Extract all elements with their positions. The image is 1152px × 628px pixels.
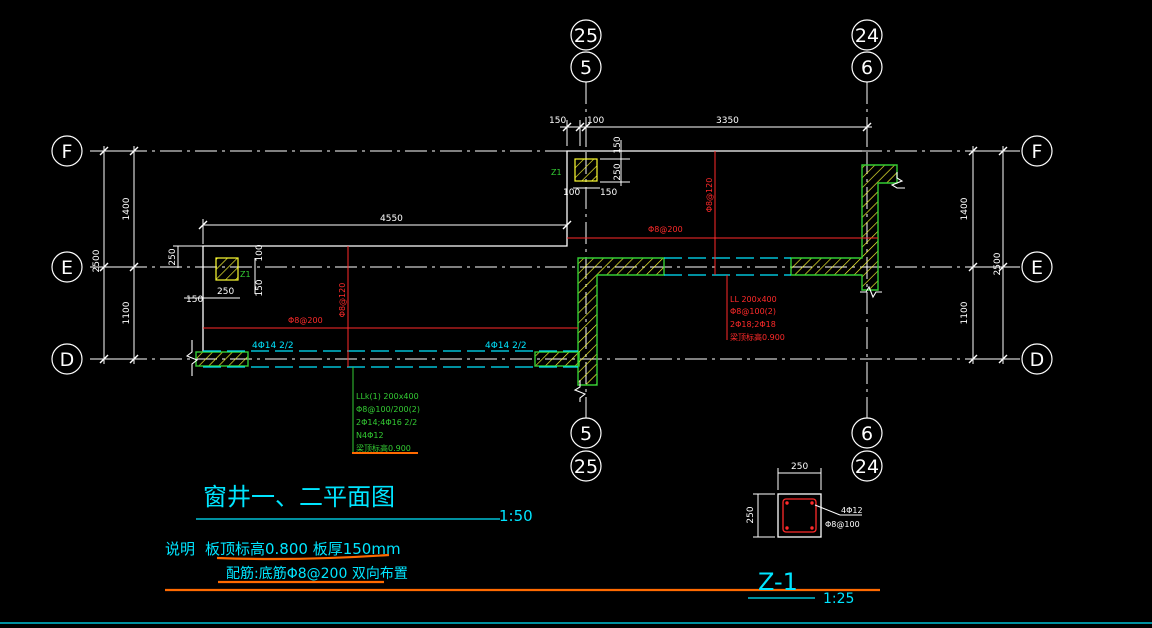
llk-line-1: LLk(1) 200x400 xyxy=(356,392,419,401)
dim-left-lower: 1100 xyxy=(122,301,132,324)
dim-z1l-250a: 250 xyxy=(168,248,178,265)
slab-rebar-right: Φ8@200 xyxy=(648,225,683,234)
wall-left-d xyxy=(195,351,249,367)
beam-rebar-right: 4Φ14 2/2 xyxy=(485,341,527,351)
dim-left-total: 2500 xyxy=(92,249,102,272)
axis-label-25-bottom: 25 xyxy=(574,456,598,478)
note-line-2: 配筋:底筋Φ8@200 双向布置 xyxy=(226,565,408,582)
dim-left-upper: 1400 xyxy=(122,197,132,220)
axis-label-d-right: D xyxy=(1030,349,1045,371)
ll-line-2: Φ8@100(2) xyxy=(730,307,776,316)
dim-z1l-150b: 150 xyxy=(186,295,203,305)
note-label: 说明 xyxy=(165,540,195,558)
axis-label-e-left: E xyxy=(61,257,73,279)
section-scale: 1:25 xyxy=(823,591,854,607)
axis-label-f-left: F xyxy=(62,141,73,163)
column-label-z1-left: Z1 xyxy=(240,270,251,279)
dim-right-lower: 1100 xyxy=(960,301,970,324)
section-height: 250 xyxy=(746,506,756,523)
llk-line-5: 梁顶标高0.900 xyxy=(356,443,411,453)
axis-label-24-top: 24 xyxy=(855,25,879,47)
axis-bubble-e-right xyxy=(1021,251,1053,283)
llk-line-3: 2Φ14;4Φ16 2/2 xyxy=(356,418,417,427)
axis-label-5-top: 5 xyxy=(580,57,592,79)
dim-top-150: 150 xyxy=(549,116,566,126)
axis-bubble-6-top xyxy=(851,51,883,83)
beam-labels: 4Φ14 2/2 4Φ14 2/2 xyxy=(252,341,527,351)
axis-bubble-d-right xyxy=(1021,343,1053,375)
section-rebar: 4Φ12 xyxy=(841,506,863,515)
walls xyxy=(195,164,898,386)
dim-right-upper: 1400 xyxy=(960,197,970,220)
column-label-z1-right: Z1 xyxy=(551,168,562,177)
axis-label-6-top: 6 xyxy=(861,57,873,79)
ll-line-1: LL 200x400 xyxy=(730,295,777,304)
slab-rebar-left: Φ8@200 xyxy=(288,316,323,325)
axis-bubble-25-bottom xyxy=(570,450,602,482)
note-underlines xyxy=(165,553,880,592)
dim-z1r-100: 100 xyxy=(563,188,580,198)
section-outer xyxy=(777,493,822,538)
dim-span-4550: 4550 xyxy=(380,214,403,224)
axis-bubbles xyxy=(51,19,1053,482)
vert-rebar-left: Φ8@120 xyxy=(338,283,347,318)
drawing-title: 窗井一、二平面图 xyxy=(203,483,395,511)
axis-bubble-d-left xyxy=(51,343,83,375)
dim-z1l-100: 100 xyxy=(255,244,265,261)
dim-z1r-150b: 150 xyxy=(600,188,617,198)
section-width: 250 xyxy=(791,462,808,472)
rebar-lines xyxy=(203,151,878,367)
slab-outline xyxy=(202,150,862,352)
axis-label-6-bottom: 6 xyxy=(861,423,873,445)
llk-line-2: Φ8@100/200(2) xyxy=(356,405,420,414)
section-z1 xyxy=(753,468,862,538)
beam-rebar-left: 4Φ14 2/2 xyxy=(252,341,294,351)
ll-line-3: 2Φ18;2Φ18 xyxy=(730,320,776,329)
axis-bubble-24-bottom xyxy=(851,450,883,482)
axis-bubble-f-right xyxy=(1021,135,1053,167)
axis-label-5-bottom: 5 xyxy=(580,423,592,445)
dimension-text: 2500 1400 1100 2500 1400 1100 150 100 33… xyxy=(92,116,1003,324)
column-z1-right xyxy=(574,158,598,182)
dim-z1l-150: 150 xyxy=(255,279,265,296)
axis-bubble-e-left xyxy=(51,251,83,283)
wall-mid-d xyxy=(534,351,580,367)
rebar-text: Φ8@200 Φ8@200 Φ8@120 Φ8@120 LL 200x400 Φ… xyxy=(288,178,785,342)
dim-right-total: 2500 xyxy=(993,252,1003,275)
wall-axis5-ell xyxy=(577,257,665,386)
section-stirrup xyxy=(782,498,817,533)
llk-line-4: N4Φ12 xyxy=(356,431,384,440)
dim-top-3350: 3350 xyxy=(716,116,739,126)
break-marks xyxy=(185,172,905,402)
axis-bubble-5-top xyxy=(570,51,602,83)
wall-axis6-ell xyxy=(790,164,898,291)
dim-z1l-250b: 250 xyxy=(217,287,234,297)
axis-label-24-bottom: 24 xyxy=(855,456,879,478)
dimension-lines xyxy=(99,120,1008,364)
dim-top-100: 100 xyxy=(587,116,604,126)
axis-label-25-top: 25 xyxy=(574,25,598,47)
axis-bubble-6-bottom xyxy=(851,417,883,449)
column-z1-left xyxy=(215,257,239,281)
axis-label-f-right: F xyxy=(1032,141,1043,163)
section-title: Z-1 xyxy=(758,568,798,596)
axis-label-e-right: E xyxy=(1031,257,1043,279)
note-line-1: 板顶标高0.800 板厚150mm xyxy=(205,540,401,558)
axis-bubble-25-top xyxy=(570,19,602,51)
section-stirrup-label: Φ8@100 xyxy=(825,520,860,529)
axis-bubble-f-left xyxy=(51,135,83,167)
drawing-title-scale: 1:50 xyxy=(499,507,533,525)
dim-z1r-150: 150 xyxy=(613,136,623,153)
axis-bubble-labels: 25 5 24 6 5 25 6 24 F E D F E D xyxy=(60,25,1045,478)
llk-callout: LLk(1) 200x400 Φ8@100/200(2) 2Φ14;4Φ16 2… xyxy=(356,392,420,453)
dim-z1r-250: 250 xyxy=(613,163,623,180)
axis-label-d-left: D xyxy=(60,349,75,371)
axis-bubble-24-top xyxy=(851,19,883,51)
vert-rebar-right: Φ8@120 xyxy=(705,178,714,213)
ll-line-4: 梁顶标高0.900 xyxy=(730,332,785,342)
axis-bubble-5-bottom xyxy=(570,417,602,449)
